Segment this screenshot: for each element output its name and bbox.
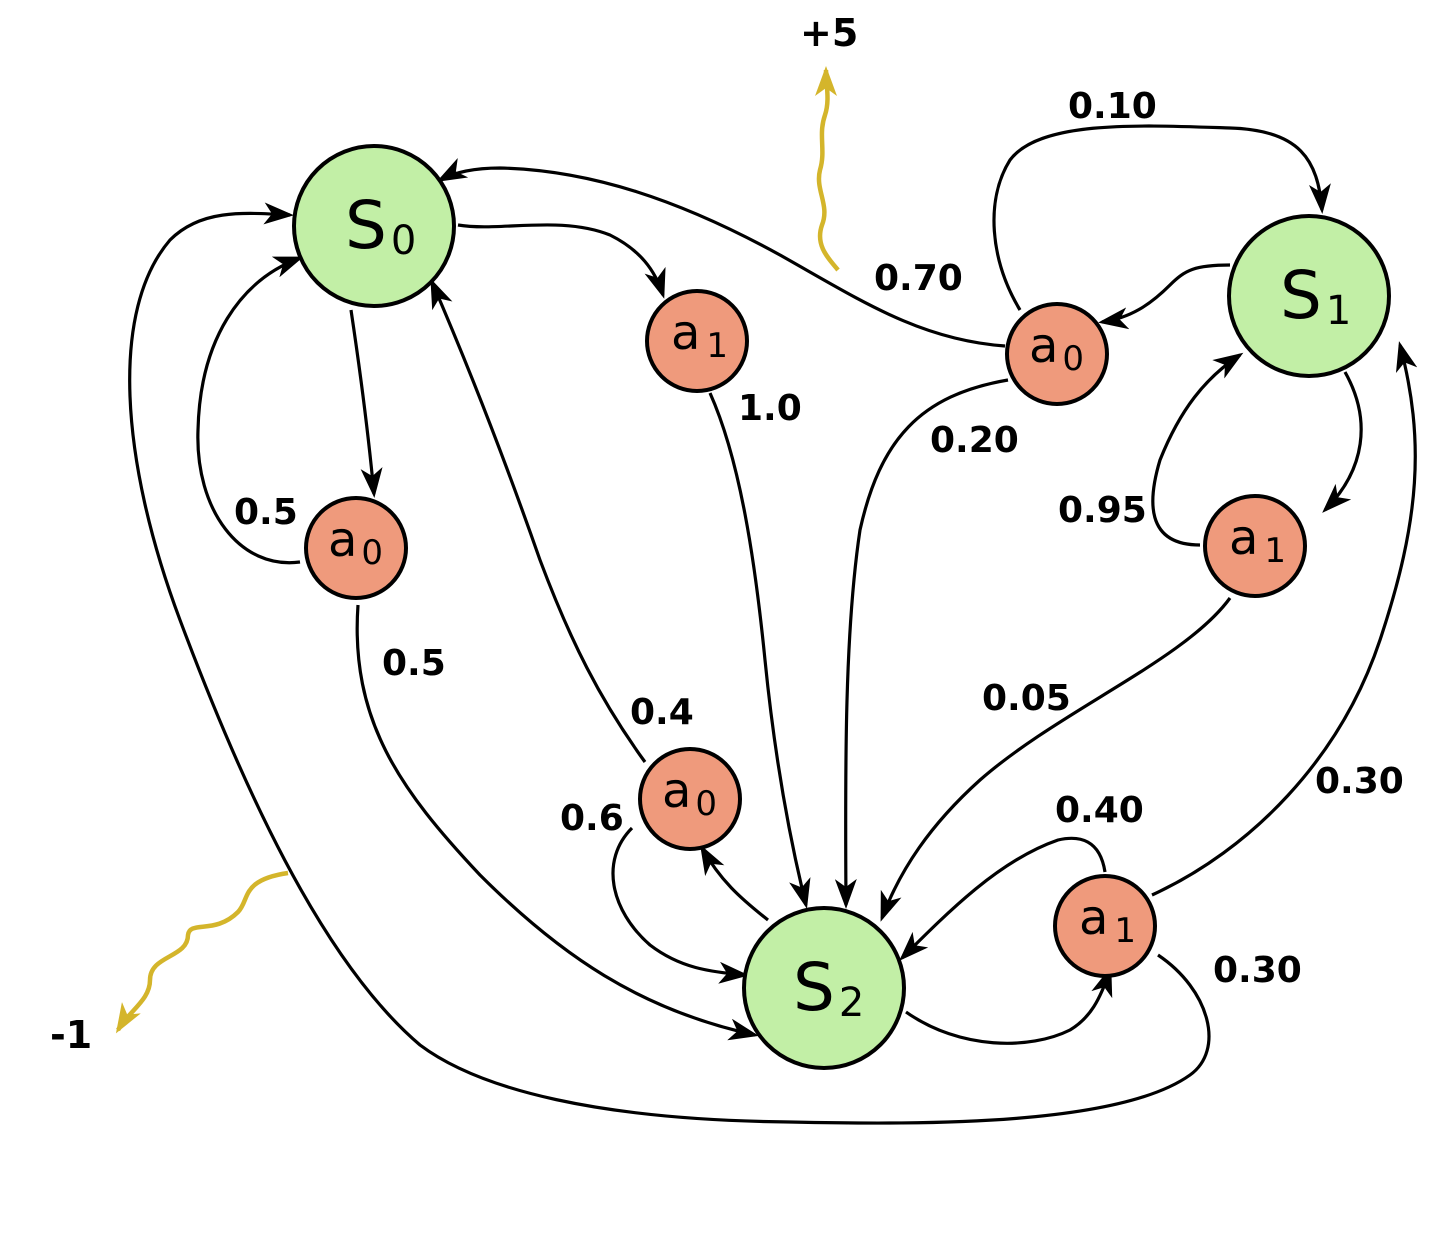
action-s0a1-letter: a — [671, 305, 700, 361]
edge-s1a0-to-s2 — [834, 378, 1009, 909]
action-s1a1-subscript: 1 — [1264, 531, 1286, 571]
reward-arrow-negative — [115, 870, 289, 1034]
edge-s2a0-to-s0 — [430, 278, 647, 763]
svg-text:a1: a1 — [1229, 510, 1286, 571]
edge-s0a0-to-s2 — [355, 604, 759, 1041]
state-s0-subscript: 0 — [391, 218, 416, 264]
svg-text:a1: a1 — [671, 305, 728, 366]
action-s1a0-letter: a — [1029, 318, 1058, 374]
prob-label-s0a0-s2: 0.5 — [382, 643, 446, 684]
svg-text:S1: S1 — [1280, 257, 1351, 334]
reward-label-negative: -1 — [50, 1013, 92, 1057]
state-s2-letter: S — [793, 949, 835, 1026]
prob-label-s0a0-s0: 0.5 — [234, 492, 298, 533]
prob-label-s2a1-s2: 0.40 — [1055, 790, 1144, 831]
edge-s0a1-to-s2 — [708, 392, 811, 909]
prob-label-s1a0-s1: 0.10 — [1068, 86, 1157, 127]
edge-s2-to-a0 — [700, 844, 769, 922]
prob-label-s2a0-s0: 0.4 — [630, 692, 694, 733]
edge-s1a1-to-s2 — [880, 597, 1232, 922]
state-s1-subscript: 1 — [1326, 288, 1351, 334]
svg-text:a0: a0 — [328, 512, 383, 573]
prob-label-s2a1-s0: 0.30 — [1213, 950, 1302, 991]
edge-s0-to-a0 — [349, 309, 383, 498]
edge-s0-to-a1 — [457, 223, 666, 299]
action-s2a1-subscript: 1 — [1114, 911, 1136, 951]
prob-label-s2a0-s2: 0.6 — [560, 798, 624, 839]
svg-text:a0: a0 — [662, 763, 717, 824]
reward-arrow-positive — [815, 66, 840, 272]
edge-s2a0-to-s2 — [611, 826, 749, 984]
action-s2a1-letter: a — [1079, 890, 1108, 946]
state-s1-letter: S — [1280, 257, 1322, 334]
svg-text:a0: a0 — [1029, 318, 1084, 379]
prob-label-s1a1-s1: 0.95 — [1058, 490, 1147, 531]
svg-text:S0: S0 — [345, 187, 416, 264]
edge-s0a0-to-s0 — [196, 256, 304, 565]
probability-labels: 0.5 0.5 1.0 0.70 0.10 0.20 0.95 0.05 0.4… — [234, 86, 1404, 991]
prob-label-s1a1-s2: 0.05 — [982, 678, 1071, 719]
prob-label-s1a0-s2: 0.20 — [930, 420, 1019, 461]
edges — [115, 66, 1418, 1125]
action-s0a0-letter: a — [328, 512, 357, 568]
edge-s1a0-to-s0 — [436, 158, 1006, 348]
action-s1a1-letter: a — [1229, 510, 1258, 566]
edge-s2a1-to-s2 — [899, 836, 1107, 961]
reward-labels: +5 -1 — [50, 11, 858, 1057]
prob-label-s2a1-s1: 0.30 — [1315, 761, 1404, 802]
edge-s2a1-to-s1 — [1151, 341, 1418, 897]
prob-label-s1a0-s0: 0.70 — [874, 258, 963, 299]
action-s0a0-subscript: 0 — [361, 533, 383, 573]
svg-text:S2: S2 — [793, 949, 864, 1026]
action-s1a0-subscript: 0 — [1062, 339, 1084, 379]
edge-s2-to-a1 — [905, 966, 1113, 1045]
svg-text:a1: a1 — [1079, 890, 1136, 951]
edge-s1a1-to-s1 — [1151, 352, 1244, 547]
action-s0a1-subscript: 1 — [706, 326, 728, 366]
edge-s1-to-a1 — [1322, 371, 1363, 513]
state-s2-subscript: 2 — [839, 980, 864, 1026]
action-s2a0-letter: a — [662, 763, 691, 819]
edge-s1-to-a0 — [1098, 263, 1231, 330]
edge-s2a1-to-s0 — [128, 202, 1211, 1125]
reward-label-positive: +5 — [800, 11, 858, 55]
state-s0-letter: S — [345, 187, 387, 264]
edge-s1a0-to-s1 — [992, 124, 1331, 311]
prob-label-s0a1-s2: 1.0 — [738, 388, 802, 429]
action-s2a0-subscript: 0 — [695, 784, 717, 824]
